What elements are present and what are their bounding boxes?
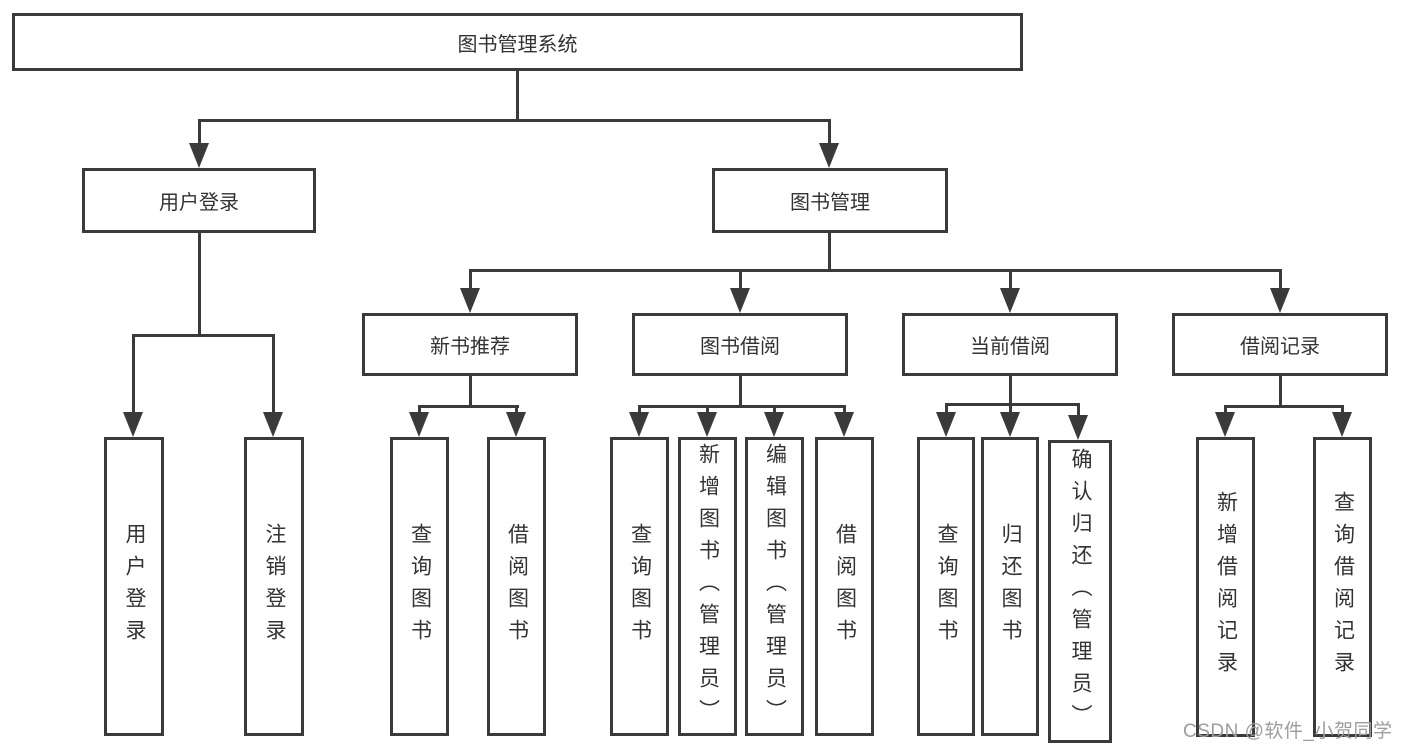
connector-nb-stub	[469, 375, 472, 408]
connector-user-stub	[198, 232, 201, 336]
node-nb-query-books: 查询图书	[390, 437, 449, 736]
node-leaf-logout: 注销登录	[244, 437, 304, 736]
node-cb-query-books: 查询图书	[917, 437, 975, 736]
arrow-br-query	[1331, 407, 1353, 437]
connector-cb-stub	[1009, 375, 1012, 406]
node-br-query-record: 查询借阅记录	[1313, 437, 1372, 737]
arrow-bb-query	[628, 407, 650, 437]
connector-mgmt-bar	[469, 269, 1282, 272]
arrow-cb-confirm	[1067, 405, 1089, 440]
node-book-management: 图书管理	[712, 168, 948, 233]
arrow-new-book-recommend	[459, 271, 481, 313]
connector-nb-bar	[418, 405, 519, 408]
arrow-bb-edit	[763, 407, 785, 437]
arrow-nb-query	[408, 407, 430, 437]
node-br-add-record: 新增借阅记录	[1196, 437, 1255, 737]
connector-br-bar	[1224, 405, 1344, 408]
node-bb-borrow-books: 借阅图书	[815, 437, 874, 736]
node-book-borrowing: 图书借阅	[632, 313, 848, 376]
connector-root-bar	[198, 119, 831, 122]
node-library-system: 图书管理系统	[12, 13, 1023, 71]
node-bb-add-books: 新增图书（管理员）	[678, 437, 737, 736]
arrow-nb-borrow	[505, 407, 527, 437]
node-nb-borrow-books: 借阅图书	[487, 437, 546, 736]
connector-bb-bar	[638, 405, 846, 408]
connector-br-stub	[1279, 375, 1282, 408]
connector-root-stub	[516, 70, 519, 120]
arrow-to-user-login	[188, 120, 210, 168]
arrow-borrow-records	[1269, 271, 1291, 313]
node-current-borrowing: 当前借阅	[902, 313, 1118, 376]
connector-user-bar	[132, 334, 275, 337]
arrow-leaf-login	[122, 336, 144, 437]
connector-mgmt-stub	[828, 232, 831, 272]
arrow-cb-query	[935, 405, 957, 437]
node-user-login: 用户登录	[82, 168, 316, 233]
arrow-cb-return	[999, 405, 1021, 437]
connector-cb-bar	[945, 403, 1080, 406]
node-cb-return-books: 归还图书	[981, 437, 1039, 736]
arrow-br-add	[1214, 407, 1236, 437]
arrow-leaf-logout	[262, 336, 284, 437]
node-leaf-user-login: 用户登录	[104, 437, 164, 736]
arrow-bb-add	[696, 407, 718, 437]
node-bb-query-books: 查询图书	[610, 437, 669, 736]
arrow-current-borrowing	[999, 271, 1021, 313]
arrow-bb-borrow	[833, 407, 855, 437]
node-cb-confirm-return: 确认归还（管理员）	[1048, 440, 1112, 743]
node-bb-edit-books: 编辑图书（管理员）	[745, 437, 804, 736]
arrow-book-borrowing	[729, 271, 751, 313]
node-borrow-records: 借阅记录	[1172, 313, 1388, 376]
watermark: CSDN @软件_小贺同学	[1183, 721, 1393, 742]
connector-bb-stub	[739, 375, 742, 408]
node-new-book-recommend: 新书推荐	[362, 313, 578, 376]
arrow-to-book-management	[818, 120, 840, 168]
